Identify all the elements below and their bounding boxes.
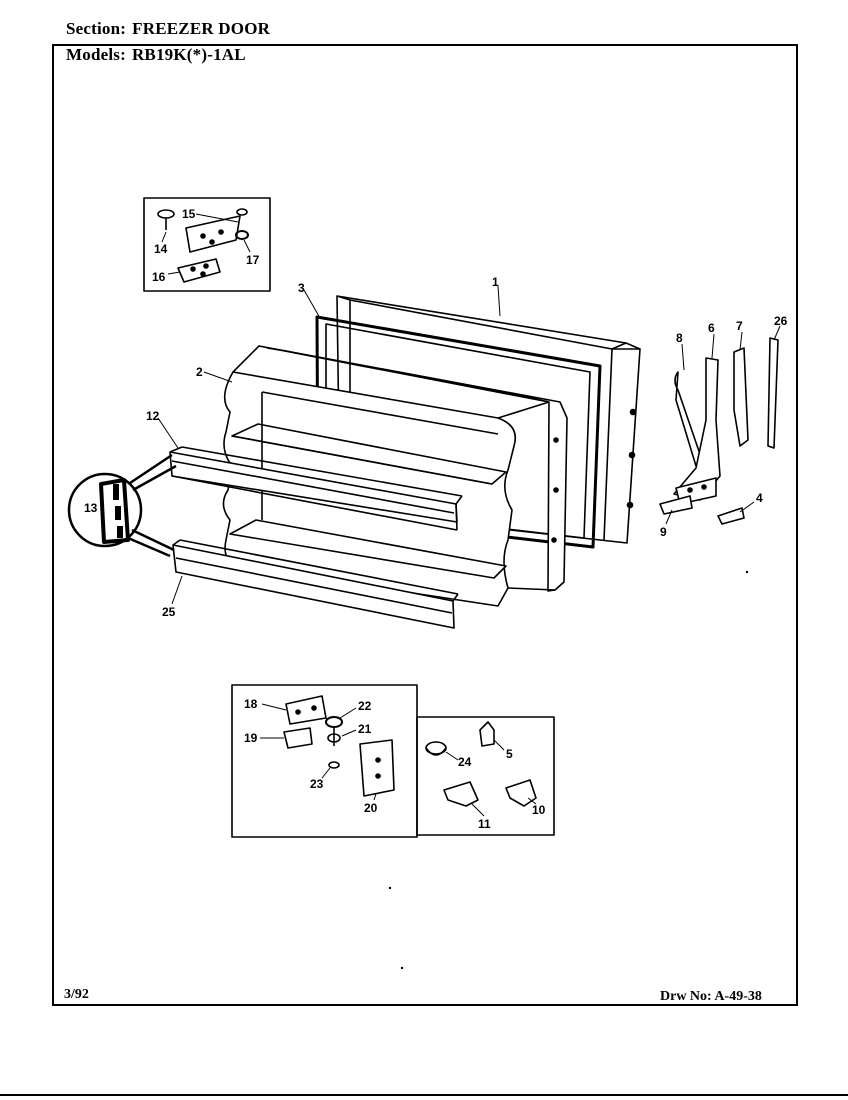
callout-26: 26: [774, 314, 788, 328]
callout-25: 25: [162, 605, 176, 619]
drawing-number: Drw No: A-49-38: [660, 989, 762, 1004]
door-shelf-bar-lower: [172, 539, 459, 629]
callout-8: 8: [676, 331, 683, 345]
section-label: Section:: [66, 19, 127, 38]
callout-22: 22: [358, 699, 372, 713]
shelf-end-cap-detail: [67, 453, 177, 558]
callout-21: 21: [358, 722, 372, 736]
callout-2: 2: [196, 365, 203, 379]
callout-10: 10: [532, 803, 546, 817]
callout-6: 6: [708, 321, 715, 335]
stray-mark: [745, 570, 749, 574]
hardware-kit-box: [416, 716, 555, 836]
models-label: Models:: [66, 45, 126, 64]
callout-19: 19: [244, 731, 258, 745]
callout-24: 24: [458, 755, 472, 769]
callout-12: 12: [146, 409, 160, 423]
leader-lines: [157, 213, 781, 817]
callout-11: 11: [478, 817, 491, 831]
callout-14: 14: [154, 242, 168, 256]
section-title: Section: FREEZER DOOR: [66, 19, 270, 39]
stop-kit-box: [231, 684, 418, 838]
callout-18: 18: [244, 697, 258, 711]
callout-1: 1: [492, 275, 499, 289]
callout-20: 20: [364, 801, 378, 815]
callout-labels: 1 2 3 4 5 6 7 8 9 10 11 12 13 14 15 16 1…: [84, 207, 788, 831]
revision-date: 3/92: [64, 987, 89, 1002]
callout-9: 9: [660, 525, 667, 539]
callout-23: 23: [310, 777, 324, 791]
bottom-rule: [0, 1094, 848, 1096]
hinge-parts-right: [659, 337, 779, 525]
callout-13: 13: [84, 501, 98, 515]
diagram-frame: [52, 44, 798, 1006]
stray-mark: [388, 886, 392, 890]
callout-16: 16: [152, 270, 166, 284]
callout-17: 17: [246, 253, 260, 267]
callout-5: 5: [506, 747, 513, 761]
callout-4: 4: [756, 491, 763, 505]
models-value: RB19K(*)-1AL: [131, 45, 246, 64]
callout-3: 3: [298, 281, 305, 295]
section-value: FREEZER DOOR: [132, 19, 271, 38]
stray-mark: [400, 966, 404, 970]
callout-15: 15: [182, 207, 196, 221]
hinge-kit-box: [143, 197, 271, 292]
models-title: Models: RB19K(*)-1AL: [66, 45, 246, 65]
callout-7: 7: [736, 319, 743, 333]
